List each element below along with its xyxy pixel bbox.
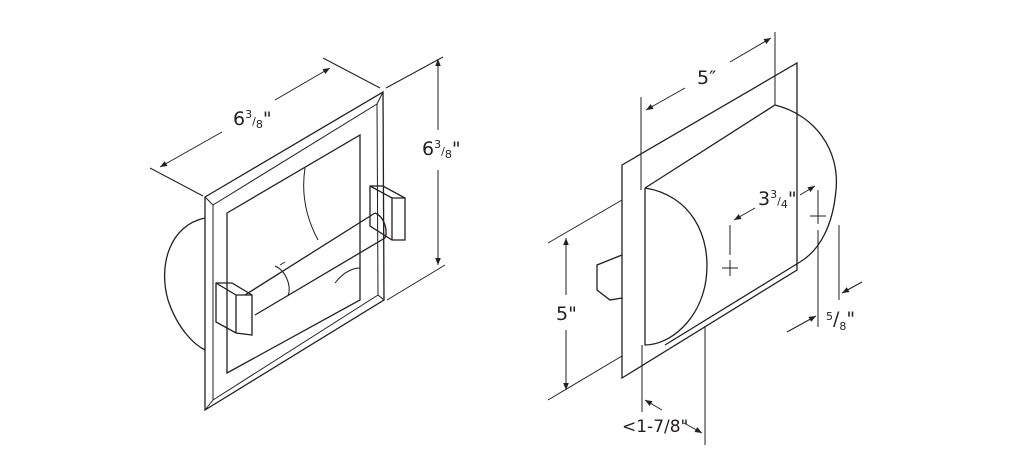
- bevel-frame: [204, 91, 385, 411]
- dimension-arrow: [645, 87, 686, 111]
- spindle: [244, 212, 387, 316]
- extension-line: [322, 57, 381, 89]
- height-label: 5": [556, 303, 577, 325]
- dimension-arrow: [786, 315, 817, 333]
- extension-line: [386, 264, 446, 301]
- left-bracket: [215, 282, 253, 336]
- extension-line: [385, 56, 444, 89]
- dimension-arrow: [799, 185, 816, 196]
- extension-line: [149, 167, 204, 197]
- width-label: 63/8": [233, 108, 272, 131]
- dimension-arrow: [159, 131, 223, 168]
- dimension-arrow: [274, 67, 331, 101]
- spacing-label: 33/4": [758, 188, 797, 211]
- roll-curve: [303, 167, 361, 284]
- dimension-arrow: [729, 37, 772, 63]
- mounting-plate: [621, 61, 798, 380]
- extension-line: [547, 199, 623, 244]
- housing-front: [644, 187, 708, 346]
- center-marks: [722, 208, 826, 276]
- dimension-arrow: [733, 207, 756, 221]
- dimension-arrow: [683, 422, 703, 434]
- height-label: 63/8": [422, 138, 461, 161]
- housing-body: [644, 104, 838, 346]
- right-bracket: [369, 185, 406, 241]
- depth-label: <1-7/8": [622, 417, 688, 437]
- inner-opening: [226, 133, 361, 375]
- front-isometric-view: 63/8" 63/8": [149, 56, 461, 412]
- paper-roll-outline: [164, 217, 206, 351]
- spindle-sleeve: [274, 261, 290, 297]
- offset-label: 5/8": [826, 308, 855, 333]
- outer-frame: [204, 90, 385, 412]
- top-width-label: 5″: [697, 67, 716, 89]
- side-isometric-view: 5″ 5" 33/4" 5/8" <1-7/8": [547, 32, 863, 445]
- extension-line: [547, 355, 623, 401]
- recess-tab: [596, 254, 623, 301]
- dimension-arrow: [644, 399, 663, 411]
- dimension-arrow: [841, 281, 863, 294]
